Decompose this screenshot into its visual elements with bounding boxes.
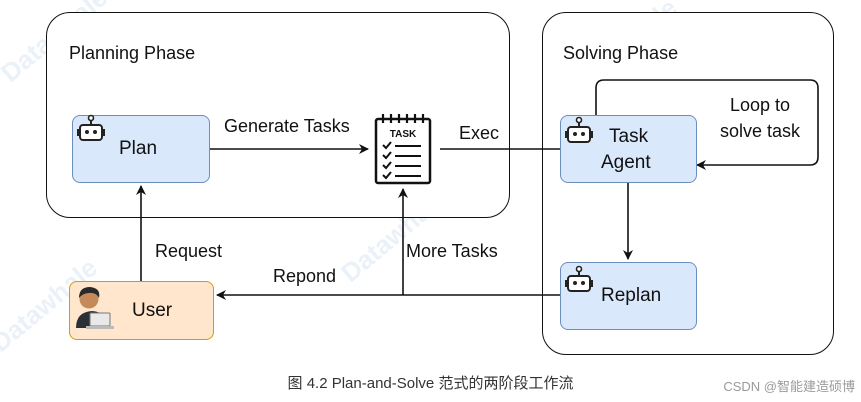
replan-node: Replan: [560, 262, 697, 330]
task-agent-label-line1: Task: [609, 126, 649, 147]
more-tasks-label: More Tasks: [405, 240, 499, 262]
user-label: User: [132, 300, 173, 321]
edge-loop: [595, 79, 819, 170]
robot-icon: [77, 114, 105, 141]
credit-text: CSDN @智能建造硕博: [723, 379, 855, 394]
task-agent-node: Task Agent: [560, 115, 697, 183]
task-agent-label-line2: Agent: [601, 152, 651, 173]
user-node: User: [69, 281, 214, 340]
request-label: Request: [154, 240, 224, 262]
generate-tasks-label: Generate Tasks: [223, 115, 351, 137]
task-checklist-icon: TASK: [374, 114, 432, 185]
figure-caption: 图 4.2 Plan-and-Solve 范式的两阶段工作流: [287, 375, 574, 392]
plan-node: Plan: [72, 114, 210, 183]
loop-label-line2: solve task: [719, 120, 802, 142]
solving-phase-title: Solving Phase: [563, 43, 679, 63]
exec-label: Exec: [458, 122, 501, 144]
loop-label-line1: Loop to: [729, 94, 792, 116]
robot-icon: [565, 265, 593, 292]
user-at-laptop-icon: [76, 287, 114, 329]
replan-label: Replan: [601, 285, 662, 306]
task-icon-text: TASK: [390, 129, 417, 140]
planning-phase-title: Planning Phase: [69, 43, 196, 63]
plan-label: Plan: [119, 138, 158, 159]
robot-icon: [565, 116, 593, 143]
respond-label: Repond: [272, 265, 338, 287]
